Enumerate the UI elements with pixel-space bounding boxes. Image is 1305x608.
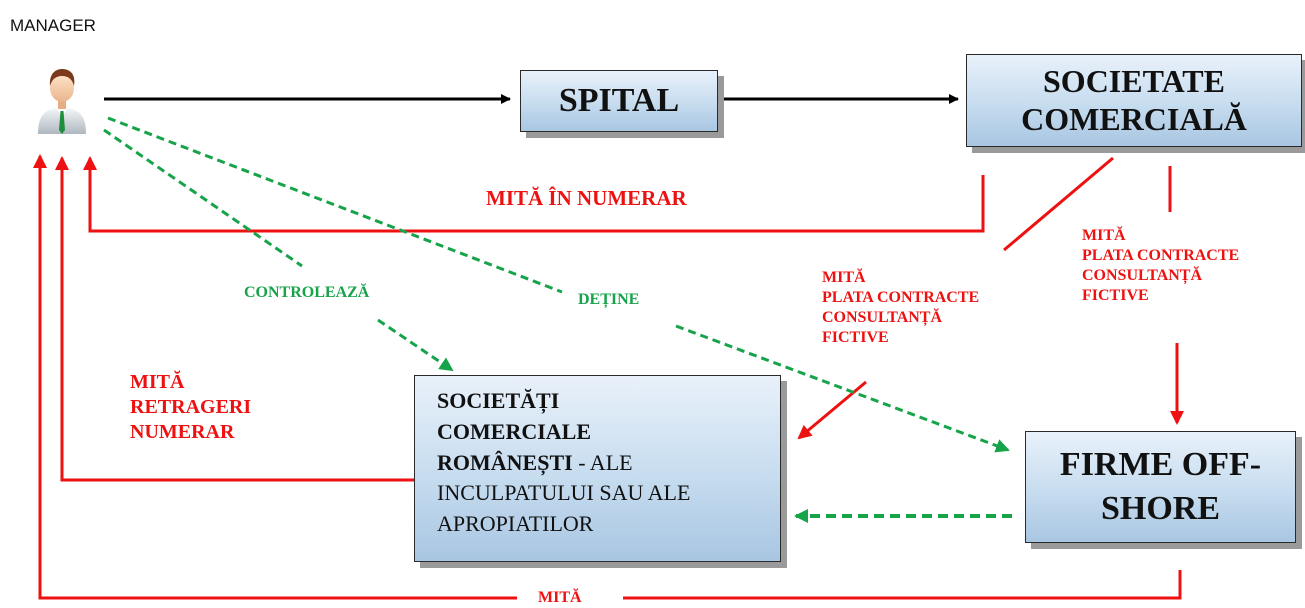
romanesti-suffix: - ALE bbox=[572, 449, 633, 475]
romanesti-line-4: INCULPATULUI SAU ALE bbox=[437, 480, 691, 506]
label-mita-plata-right: MITĂ PLATA CONTRACTE CONSULTANȚĂ FICTIVE bbox=[1082, 226, 1239, 306]
mita-plata-right-line-4: FICTIVE bbox=[1082, 287, 1149, 304]
mita-plata-left-line-1: MITĂ bbox=[822, 269, 866, 286]
mita-retrageri-line-2: RETRAGERI bbox=[130, 396, 252, 418]
romanesti-line-1: SOCIETĂȚI bbox=[437, 388, 560, 413]
societate-comerciala-box: SOCIETATE COMERCIALĂ bbox=[966, 54, 1302, 147]
societate-line-2: COMERCIALĂ bbox=[1021, 100, 1247, 137]
societati-romanesti-box: SOCIETĂȚI COMERCIALE ROMÂNEȘTI - ALE INC… bbox=[414, 375, 781, 562]
arrow-soc-to-romanesti-bottom bbox=[797, 380, 867, 440]
label-detine: DEȚINE bbox=[578, 291, 640, 308]
mita-plata-right-line-3: CONSULTANȚĂ bbox=[1082, 267, 1203, 284]
arrow-controleaza-top bbox=[103, 128, 303, 268]
mita-plata-left-line-3: CONSULTANȚĂ bbox=[822, 309, 943, 326]
offshore-line-2: SHORE bbox=[1100, 490, 1221, 527]
arrow-mita-numerar bbox=[83, 156, 985, 233]
label-mita-plata-left: MITĂ PLATA CONTRACTE CONSULTANȚĂ FICTIVE bbox=[822, 268, 979, 348]
person-icon bbox=[38, 69, 86, 134]
arrow-controleaza-bottom bbox=[377, 318, 454, 372]
arrow-soc-to-romanesti-top bbox=[1003, 156, 1114, 252]
mita-retrageri-line-3: NUMERAR bbox=[130, 421, 235, 443]
spital-label: SPITAL bbox=[558, 82, 680, 119]
romanesti-line-2: COMERCIALE bbox=[437, 418, 592, 444]
offshore-line-1: FIRME OFF- bbox=[1059, 445, 1262, 483]
label-mita-bottom: MITĂ bbox=[538, 589, 582, 606]
mita-plata-right-line-2: PLATA CONTRACTE bbox=[1082, 247, 1240, 264]
arrow-mita-bottom-right bbox=[623, 570, 1182, 600]
label-controleaza: CONTROLEAZĂ bbox=[244, 284, 370, 301]
mita-plata-right-line-1: MITĂ bbox=[1082, 227, 1126, 244]
romanesti-line-3: ROMÂNEȘTI bbox=[437, 449, 573, 475]
arrow-detine-top bbox=[107, 116, 563, 294]
mita-retrageri-line-1: MITĂ bbox=[130, 371, 185, 393]
mita-plata-left-line-4: FICTIVE bbox=[822, 329, 889, 346]
manager-label: MANAGER bbox=[10, 16, 96, 35]
spital-box: SPITAL bbox=[520, 70, 718, 132]
arrow-mita-retrageri bbox=[55, 156, 414, 482]
romanesti-line-5: APROPIATILOR bbox=[437, 511, 594, 537]
arrow-mita-bottom-left bbox=[33, 154, 517, 600]
arrow-detine-bottom bbox=[675, 324, 1010, 453]
mita-plata-left-line-2: PLATA CONTRACTE bbox=[822, 289, 980, 306]
firme-offshore-box: FIRME OFF- SHORE bbox=[1025, 431, 1296, 543]
label-mita-numerar: MITĂ ÎN NUMERAR bbox=[486, 186, 687, 210]
societate-line-1: SOCIETATE bbox=[1043, 62, 1225, 99]
label-mita-retrageri: MITĂ RETRAGERI NUMERAR bbox=[130, 370, 251, 445]
